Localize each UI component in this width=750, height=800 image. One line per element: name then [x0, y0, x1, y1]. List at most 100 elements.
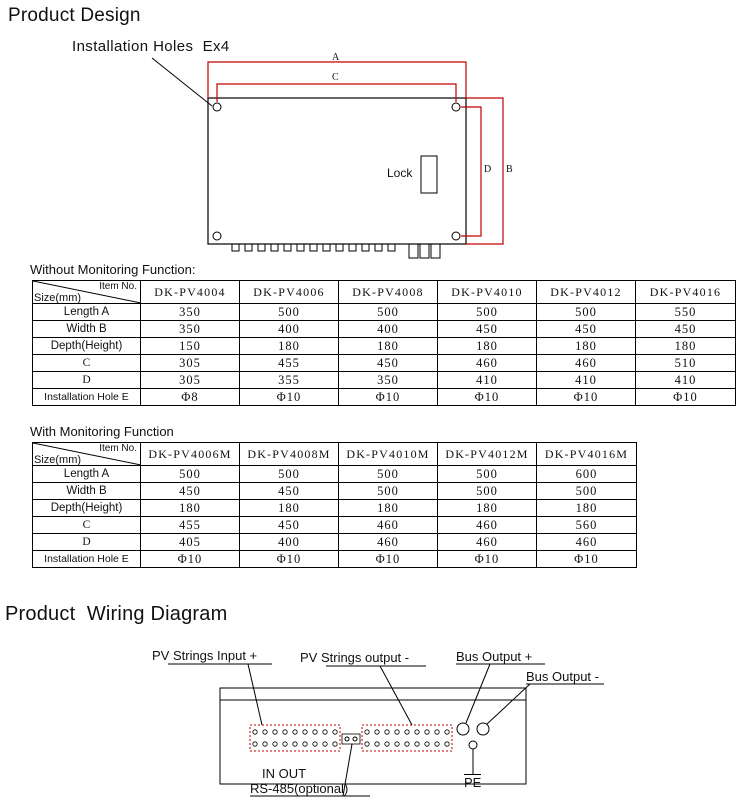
wiring-enclosure	[219, 687, 527, 785]
table-cell: 450	[437, 320, 537, 338]
row-label: C	[32, 516, 141, 534]
column-header: DK-PV4010	[437, 280, 537, 304]
row-label: Depth(Height)	[32, 499, 141, 517]
terminal-dot	[272, 729, 278, 735]
terminal-dot	[292, 741, 298, 747]
table-cell: 400	[239, 533, 339, 551]
table-cell: Φ10	[536, 388, 636, 406]
table-cell: 460	[338, 533, 438, 551]
table-cell: 305	[140, 354, 240, 372]
table-cell: 460	[536, 533, 637, 551]
table-cell: 180	[536, 337, 636, 355]
table-cell: 460	[437, 354, 537, 372]
terminal-dot	[262, 729, 268, 735]
column-header: DK-PV4008	[338, 280, 438, 304]
lock-rect	[420, 155, 438, 194]
table-cell: 180	[338, 337, 438, 355]
enclosure-drawing	[151, 57, 504, 259]
table-cell: 400	[239, 320, 339, 338]
row-label: Depth(Height)	[32, 337, 141, 355]
table-cell: 180	[140, 499, 240, 517]
table-cell: 180	[536, 499, 637, 517]
rs485-leader	[342, 743, 353, 797]
table-cell: Φ10	[338, 388, 438, 406]
terminal-dot	[364, 741, 370, 747]
corner-item-no: Item No.	[99, 443, 137, 454]
table-cell: Φ10	[635, 388, 736, 406]
terminal-dot	[444, 741, 450, 747]
table-cell: 450	[536, 320, 636, 338]
table-row: Length A 350 500 500 500 500 550	[32, 303, 736, 321]
pe-terminal	[468, 740, 478, 750]
table-row: Length A 500 500 500 500 600	[32, 465, 637, 483]
terminal-dot	[272, 741, 278, 747]
column-header: DK-PV4016M	[536, 442, 637, 466]
wiring-diagram	[168, 663, 604, 797]
table-cell: 410	[635, 371, 736, 389]
table-row: Width B 450 450 500 500 500	[32, 482, 637, 500]
pe-label: PE	[464, 774, 482, 790]
terminal-dot	[424, 741, 430, 747]
rs485-label: RS-485(optional)	[250, 781, 349, 796]
row-label: Length A	[32, 465, 141, 483]
column-header: DK-PV4004	[140, 280, 240, 304]
terminal-dot	[312, 729, 318, 735]
table-cell: 355	[239, 371, 339, 389]
terminal-dot	[332, 729, 338, 735]
bus-output-negative-label: Bus Output -	[526, 669, 599, 684]
table-row: Width B 350 400 400 450 450 450	[32, 320, 736, 338]
table-cell: 405	[140, 533, 240, 551]
terminal-dot	[312, 741, 318, 747]
dimension-b-label: B	[506, 164, 513, 175]
pv-output-label: PV Strings output -	[300, 650, 410, 665]
table1-title: Without Monitoring Function:	[30, 262, 196, 277]
table-cell: 450	[140, 482, 240, 500]
table-cell: 500	[437, 303, 537, 321]
mounting-hole	[212, 231, 222, 241]
table-row: D 305 355 350 410 410 410	[32, 371, 736, 389]
terminal-dot	[374, 741, 380, 747]
terminal-dot	[384, 729, 390, 735]
table-row: Depth(Height) 150 180 180 180 180 180	[32, 337, 736, 355]
terminal-dot	[424, 729, 430, 735]
table-cell: 410	[437, 371, 537, 389]
table-row: D 405 400 460 460 460	[32, 533, 637, 551]
table-cell: 400	[338, 320, 438, 338]
table-row: C 305 455 450 460 460 510	[32, 354, 736, 372]
row-label: Installation Hole E	[32, 550, 141, 568]
terminal-dot	[282, 741, 288, 747]
bus-output-positive-label: Bus Output +	[456, 649, 533, 664]
table-cell: 460	[338, 516, 438, 534]
table-cell: 180	[437, 337, 537, 355]
holes-label-text: Installation Holes	[72, 38, 194, 55]
column-header: DK-PV4010M	[338, 442, 438, 466]
table-corner-cell: Item No. Size(mm)	[32, 280, 141, 304]
table-cell: 460	[437, 533, 537, 551]
row-label: Length A	[32, 303, 141, 321]
table-cell: Φ10	[239, 550, 339, 568]
row-label: Width B	[32, 482, 141, 500]
table-cell: Φ10	[140, 550, 240, 568]
terminal-dot	[332, 741, 338, 747]
rs485-pin	[344, 736, 350, 742]
output-terminal-group	[361, 724, 453, 752]
bus-output-negative-gland	[476, 722, 490, 736]
lock-label: Lock	[387, 166, 413, 180]
table-cell: 350	[140, 303, 240, 321]
bus-neg-leader	[486, 683, 531, 725]
bottom-terminals	[231, 243, 441, 259]
in-out-label: IN OUT	[262, 766, 307, 781]
row-label: Width B	[32, 320, 141, 338]
table-row: Installation Hole E Φ8 Φ10 Φ10 Φ10 Φ10 Φ…	[32, 388, 736, 406]
table-row: Depth(Height) 180 180 180 180 180	[32, 499, 637, 517]
table-header-row: Item No. Size(mm) DK-PV4004 DK-PV4006 DK…	[32, 280, 736, 304]
table-cell: 180	[239, 337, 339, 355]
rs485-pin	[352, 736, 358, 742]
row-label: C	[32, 354, 141, 372]
table-cell: 455	[239, 354, 339, 372]
table2-title: With Monitoring Function	[30, 424, 174, 439]
table-cell: 500	[536, 482, 637, 500]
dimension-d-label: D	[484, 164, 492, 175]
table-cell: 180	[635, 337, 736, 355]
terminal-dot	[262, 741, 268, 747]
